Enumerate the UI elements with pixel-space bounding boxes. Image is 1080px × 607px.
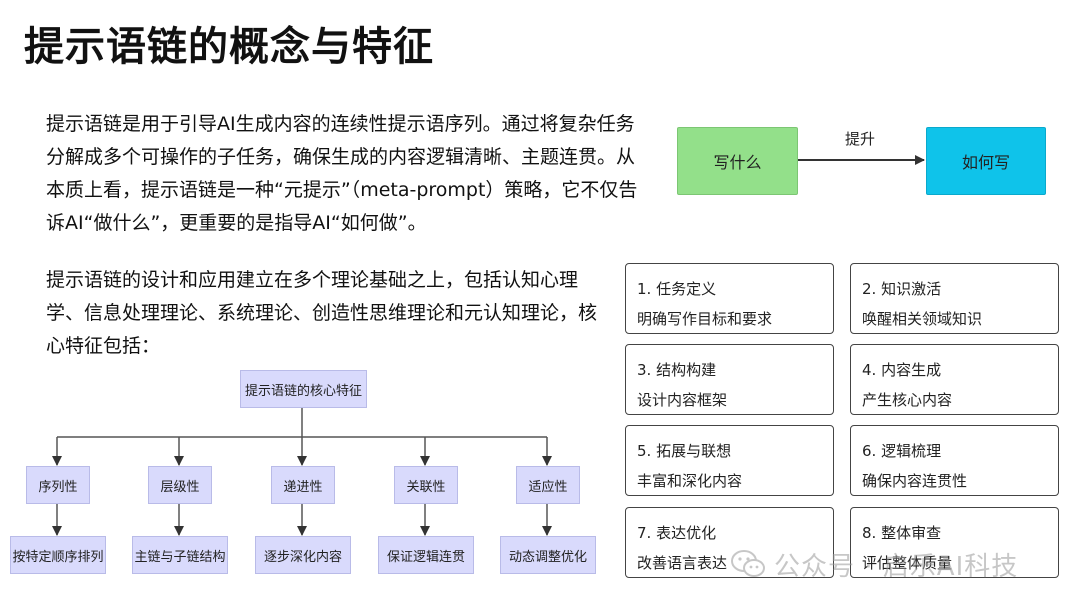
step-description: 产生核心内容 [862, 391, 953, 409]
step-description: 确保内容连贯性 [862, 472, 968, 490]
step-title: 3. 结构构建 [637, 361, 717, 379]
flow-arrow-label: 提升 [845, 130, 876, 148]
page-title: 提示语链的概念与特征 [24, 24, 434, 70]
step-title: 8. 整体审查 [862, 524, 942, 542]
flow-box-how: 如何写 [926, 127, 1046, 195]
step-card: 7. 表达优化改善语言表达 [625, 507, 834, 578]
wechat-icon [731, 550, 765, 577]
step-description: 丰富和深化内容 [637, 472, 743, 490]
watermark-text: 公众号 · 启乐AI科技 [774, 551, 1019, 582]
step-title: 5. 拓展与联想 [637, 442, 732, 460]
flow-box-what: 写什么 [677, 127, 798, 195]
theory-paragraph: 提示语链的设计和应用建立在多个理论基础之上，包括认知心理学、信息处理理论、系统理… [46, 269, 598, 357]
tree-detail-node: 主链与子链结构 [132, 536, 228, 574]
step-card: 6. 逻辑梳理确保内容连贯性 [850, 425, 1059, 496]
tree-feature-node: 序列性 [26, 466, 90, 504]
step-card: 5. 拓展与联想丰富和深化内容 [625, 425, 834, 496]
step-description: 改善语言表达 [637, 554, 728, 572]
step-description: 明确写作目标和要求 [637, 310, 773, 328]
tree-feature-node: 适应性 [516, 466, 580, 504]
step-description: 设计内容框架 [637, 391, 728, 409]
tree-feature-node: 递进性 [271, 466, 335, 504]
tree-feature-node: 关联性 [394, 466, 458, 504]
watermark: 公众号 · 启乐AI科技 [730, 544, 1018, 584]
tree-detail-node: 逐步深化内容 [255, 536, 351, 574]
intro-paragraph: 提示语链是用于引导AI生成内容的连续性提示语序列。通过将复杂任务分解成多个可操作… [46, 113, 638, 234]
step-card: 4. 内容生成产生核心内容 [850, 344, 1059, 415]
step-title: 6. 逻辑梳理 [862, 442, 942, 460]
step-card: 1. 任务定义明确写作目标和要求 [625, 263, 834, 334]
tree-detail-node: 动态调整优化 [500, 536, 596, 574]
step-title: 4. 内容生成 [862, 361, 942, 379]
tree-root-node: 提示语链的核心特征 [240, 370, 367, 408]
step-card: 8. 整体审查评估整体质量 [850, 507, 1059, 578]
tree-feature-node: 层级性 [148, 466, 212, 504]
step-title: 7. 表达优化 [637, 524, 717, 542]
step-card: 3. 结构构建设计内容框架 [625, 344, 834, 415]
tree-detail-node: 保证逻辑连贯 [378, 536, 474, 574]
step-card: 2. 知识激活唤醒相关领域知识 [850, 263, 1059, 334]
step-description: 评估整体质量 [862, 554, 953, 572]
step-description: 唤醒相关领域知识 [862, 310, 983, 328]
step-title: 1. 任务定义 [637, 280, 717, 298]
tree-detail-node: 按特定顺序排列 [10, 536, 106, 574]
step-title: 2. 知识激活 [862, 280, 942, 298]
